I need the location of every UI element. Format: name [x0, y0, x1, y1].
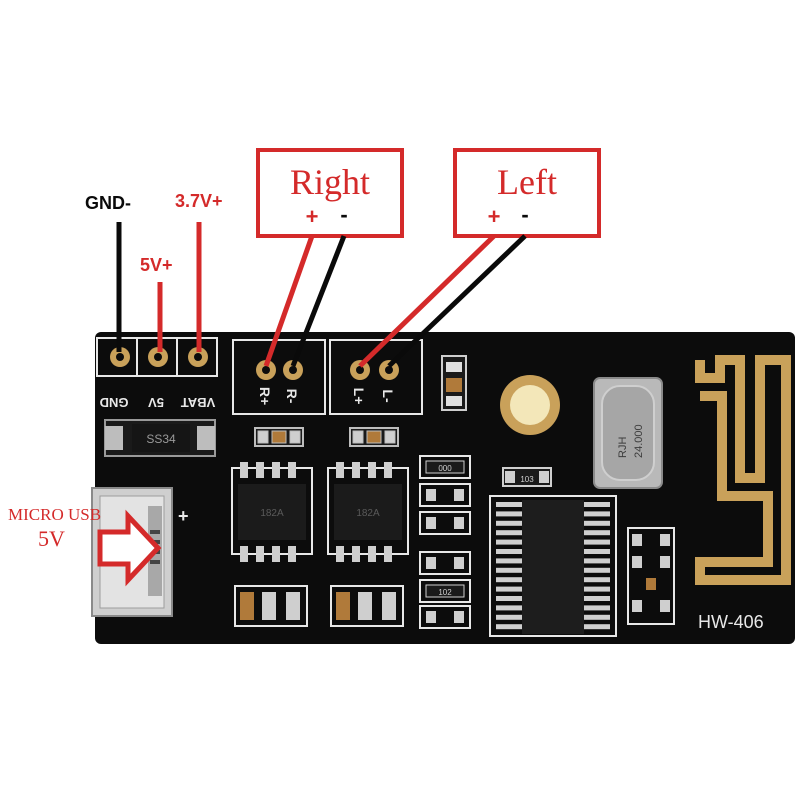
- usb-arrow-icon: [97, 509, 162, 587]
- silk-r-plus: R+: [257, 387, 273, 405]
- silk-r-minus: R-: [284, 389, 300, 404]
- micro-usb-label: MICRO USB: [8, 505, 101, 524]
- ic-mark-left: 182A: [356, 508, 380, 519]
- ic-pin: [582, 539, 610, 545]
- pad-l-plus: [350, 360, 370, 380]
- silk-vbat: VBAT: [181, 395, 215, 410]
- resistor-103: 103: [502, 467, 552, 487]
- ic-pin: [496, 577, 524, 583]
- ic-pin: [582, 577, 610, 583]
- ic-pin: [496, 558, 524, 564]
- crystal-label-1: RJH: [617, 437, 629, 458]
- res-label-c: 000: [438, 464, 452, 473]
- wire-right-plus: [263, 235, 315, 367]
- smd-column-right: [627, 527, 675, 625]
- ic-pin: [582, 511, 610, 517]
- left-callout-box: [453, 148, 601, 238]
- ic-pin: [496, 614, 524, 620]
- diode-ss34: SS34: [104, 419, 216, 457]
- main-bt-ic: [489, 495, 617, 637]
- ic-mark-right: 182A: [260, 508, 284, 519]
- ic-pin: [582, 624, 610, 630]
- ic-pin: [496, 520, 524, 526]
- pad-vbat: [188, 347, 208, 367]
- ic-pin: [496, 596, 524, 601]
- model-label: HW-406: [698, 612, 764, 632]
- ic-pin: [496, 586, 524, 592]
- pad-5v: [148, 347, 168, 367]
- ic-pin: [496, 530, 524, 536]
- right-callout-minus: -: [340, 202, 347, 227]
- ic-pin: [496, 567, 524, 573]
- left-output-outline: [329, 339, 423, 415]
- silk-l-plus: L+: [351, 388, 367, 405]
- smd-row-upper: [254, 427, 399, 447]
- ic-pin: [496, 539, 524, 545]
- ic-pin: [496, 605, 524, 611]
- silk-5v: 5V: [148, 395, 164, 410]
- ic-pin: [582, 596, 610, 601]
- right-callout-box: [256, 148, 404, 238]
- ic-pin: [496, 549, 524, 554]
- pcb-antenna: [695, 355, 791, 585]
- ic-pin: [582, 614, 610, 620]
- ic-pin: [582, 605, 610, 611]
- right-callout-title: Right: [290, 162, 370, 202]
- diode-label: SS34: [146, 432, 176, 446]
- ic-pin: [582, 567, 610, 573]
- left-callout-plus: +: [488, 204, 501, 229]
- silk-l-minus: L-: [380, 389, 396, 403]
- amp-ic-left: 182A: [327, 462, 409, 562]
- ic-pin: [496, 502, 524, 507]
- right-output-outline: [232, 339, 326, 415]
- ic-pin: [582, 502, 610, 507]
- smd-row-lower: [234, 585, 404, 627]
- ic-pin: [496, 511, 524, 517]
- wire-left-plus: [358, 234, 496, 368]
- silk-usb-plus: +: [178, 506, 189, 526]
- pad-gnd: [110, 347, 130, 367]
- header-outline: [96, 337, 218, 377]
- pad-r-minus: [283, 360, 303, 380]
- gnd-minus-label: GND-: [85, 193, 131, 213]
- ic-pin: [582, 549, 610, 554]
- res-label-b: 102: [438, 588, 452, 597]
- pad-l-minus: [379, 360, 399, 380]
- v37-plus-label: 3.7V+: [175, 191, 223, 211]
- ic-pin: [496, 624, 524, 630]
- pad-r-plus: [256, 360, 276, 380]
- ic-pin: [582, 530, 610, 536]
- usb-5v-label: 5V: [38, 526, 65, 551]
- left-callout-minus: -: [521, 202, 528, 227]
- mounting-hole: [500, 375, 560, 435]
- silk-gnd: GND: [100, 395, 129, 410]
- v5-plus-label: 5V+: [140, 255, 173, 275]
- ic-pin: [582, 520, 610, 526]
- crystal-label-2: 24.000: [633, 424, 645, 458]
- wire-left-minus: [387, 234, 527, 368]
- crystal-oscillator: RJH 24.000: [593, 377, 663, 489]
- right-callout-plus: +: [306, 204, 319, 229]
- left-callout-title: Left: [497, 162, 557, 202]
- small-cap-top: [441, 355, 467, 411]
- amp-ic-right: 182A: [231, 462, 313, 562]
- wire-right-minus: [290, 235, 347, 367]
- res-label-a: 103: [520, 475, 534, 484]
- ic-pin: [582, 558, 610, 564]
- smd-column-mid: 000 102: [419, 455, 471, 629]
- ic-pin: [582, 586, 610, 592]
